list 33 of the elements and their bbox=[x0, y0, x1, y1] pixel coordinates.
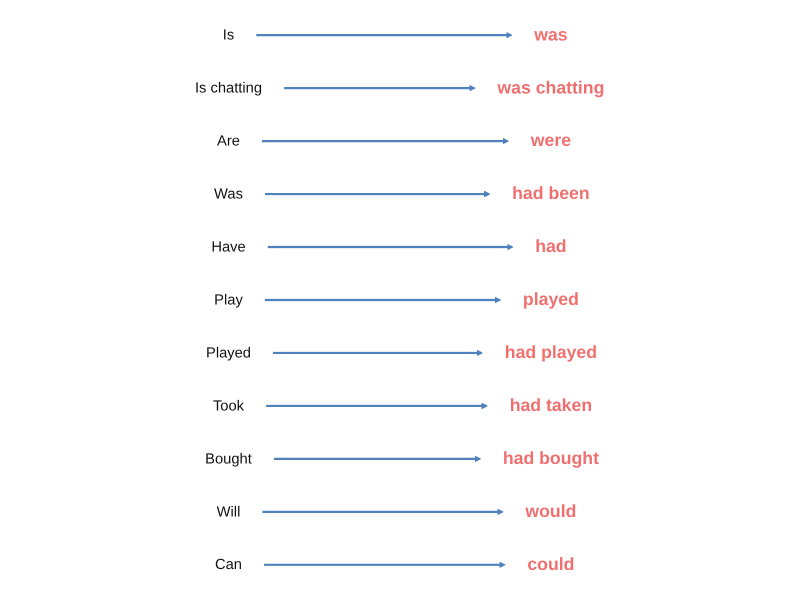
node-text: Bought bbox=[206, 450, 252, 467]
node-text: had bbox=[536, 236, 567, 257]
arrow bbox=[265, 190, 491, 198]
arrow bbox=[266, 402, 488, 410]
node-text: were bbox=[531, 130, 572, 151]
node-text: Will bbox=[216, 504, 241, 520]
arrow bbox=[262, 138, 510, 144]
node-text: Play bbox=[214, 292, 244, 308]
node-text: could bbox=[528, 554, 575, 574]
node-text: Can bbox=[215, 556, 242, 573]
arrow bbox=[262, 508, 504, 516]
node-text: had bought bbox=[503, 448, 600, 468]
node-text: Have bbox=[212, 238, 246, 256]
node-text: had taken bbox=[510, 396, 592, 416]
node-text: would bbox=[526, 502, 577, 522]
node-text: was chatting bbox=[498, 78, 605, 98]
arrow bbox=[274, 456, 482, 462]
arrow bbox=[264, 562, 506, 568]
node-text: had played bbox=[505, 342, 598, 363]
arrow bbox=[273, 350, 484, 356]
node-text: Are bbox=[217, 133, 240, 150]
node-text: was bbox=[534, 24, 568, 45]
arrow bbox=[284, 84, 476, 92]
node-text: Is bbox=[223, 27, 235, 44]
node-text: Is chatting bbox=[195, 80, 262, 96]
arrow bbox=[268, 244, 514, 250]
node-text: had been bbox=[512, 184, 590, 204]
node-text: played bbox=[523, 290, 580, 310]
node-text: Took bbox=[213, 398, 244, 414]
node-text: Played bbox=[206, 344, 252, 362]
arrow bbox=[256, 32, 513, 38]
node-text: Was bbox=[214, 186, 244, 202]
arrow bbox=[265, 296, 502, 304]
